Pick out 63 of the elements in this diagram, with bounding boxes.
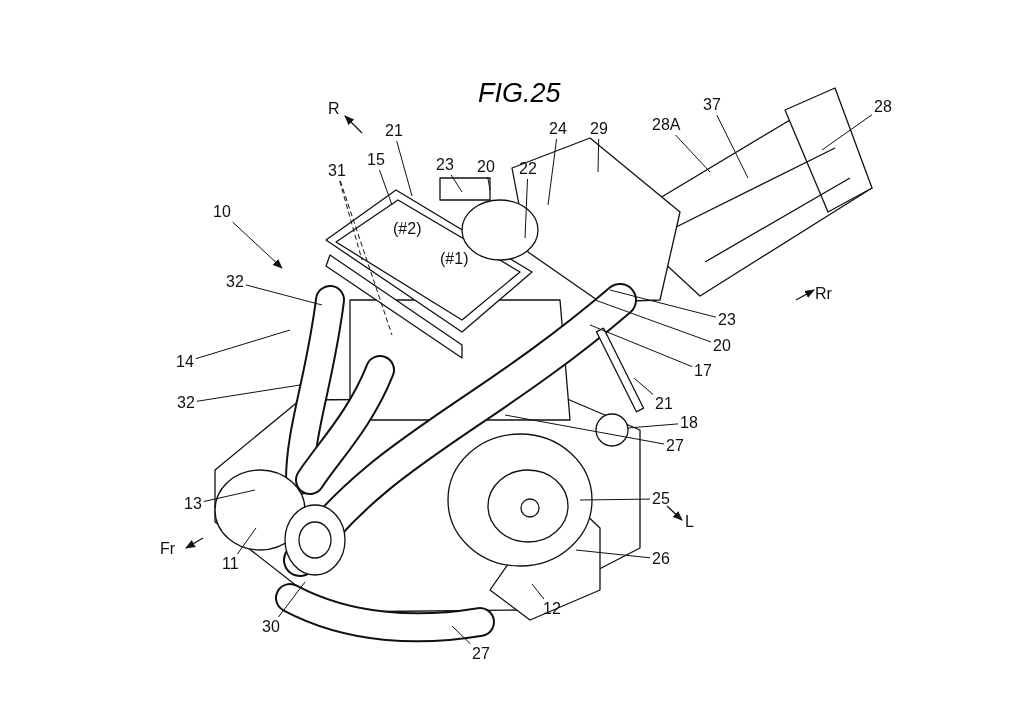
leader-line xyxy=(594,299,712,343)
leader-line xyxy=(203,489,256,502)
callout-number: 29 xyxy=(590,120,608,138)
leader-line xyxy=(339,180,393,336)
leader-line xyxy=(339,180,363,261)
leader-line xyxy=(524,178,528,239)
leader-line xyxy=(675,134,711,173)
leader-line xyxy=(504,414,665,445)
callout-number: 28 xyxy=(874,98,892,116)
leader-line xyxy=(547,138,558,206)
callout-number: 20 xyxy=(477,158,495,176)
callout-number: 15 xyxy=(367,151,385,169)
leader-line xyxy=(196,384,301,402)
callout-number: 13 xyxy=(184,495,202,513)
leader-line xyxy=(451,625,472,645)
direction-label: Rr xyxy=(815,285,832,303)
leader-line xyxy=(821,114,873,151)
leader-line xyxy=(232,221,283,269)
callout-number: 11 xyxy=(222,555,239,573)
leader-line xyxy=(531,583,545,600)
callout-number: 30 xyxy=(262,618,280,636)
cylinder-label: (#2) xyxy=(393,220,422,238)
leader-line xyxy=(597,138,600,173)
callout-number: 21 xyxy=(655,395,673,413)
callout-number: 23 xyxy=(718,311,736,329)
callout-number: 26 xyxy=(652,550,670,568)
callout-number: 18 xyxy=(680,414,698,432)
callout-number: 21 xyxy=(385,122,403,140)
leader-line xyxy=(575,549,651,559)
leader-line xyxy=(278,581,306,618)
leader-line xyxy=(379,169,393,206)
leader-line xyxy=(487,176,491,191)
callout-number: 37 xyxy=(703,96,721,114)
leader-line xyxy=(589,324,693,368)
callout-number: 28A xyxy=(652,116,681,134)
callout-number: 27 xyxy=(666,437,684,455)
leader-line xyxy=(245,284,323,306)
callout-number: 31 xyxy=(328,162,346,180)
leader-line xyxy=(195,329,291,360)
leader-line xyxy=(609,289,717,318)
cylinder-label: (#1) xyxy=(440,250,469,268)
direction-label: L xyxy=(685,513,694,531)
leader-line xyxy=(633,377,654,395)
leader-line xyxy=(396,140,413,197)
leader-line xyxy=(579,498,651,501)
direction-label: Fr xyxy=(160,540,176,558)
callout-number: 25 xyxy=(652,490,670,508)
figure-title: FIG.25 xyxy=(478,78,561,109)
callout-number: 23 xyxy=(436,156,454,174)
callout-number: 32 xyxy=(177,394,195,412)
callout-number: 32 xyxy=(226,273,244,291)
callout-number: 14 xyxy=(176,353,194,371)
callout-number: 27 xyxy=(472,645,490,663)
leader-line xyxy=(450,174,463,193)
leader-line xyxy=(627,423,679,429)
leader-line xyxy=(236,527,257,555)
callout-number: 17 xyxy=(694,362,712,380)
callout-number: 10 xyxy=(213,203,231,221)
callout-number: 22 xyxy=(519,160,537,178)
direction-label: R xyxy=(328,100,340,118)
callout-number: 24 xyxy=(549,120,567,138)
leader-line xyxy=(716,114,749,179)
callout-number: 20 xyxy=(713,337,731,355)
